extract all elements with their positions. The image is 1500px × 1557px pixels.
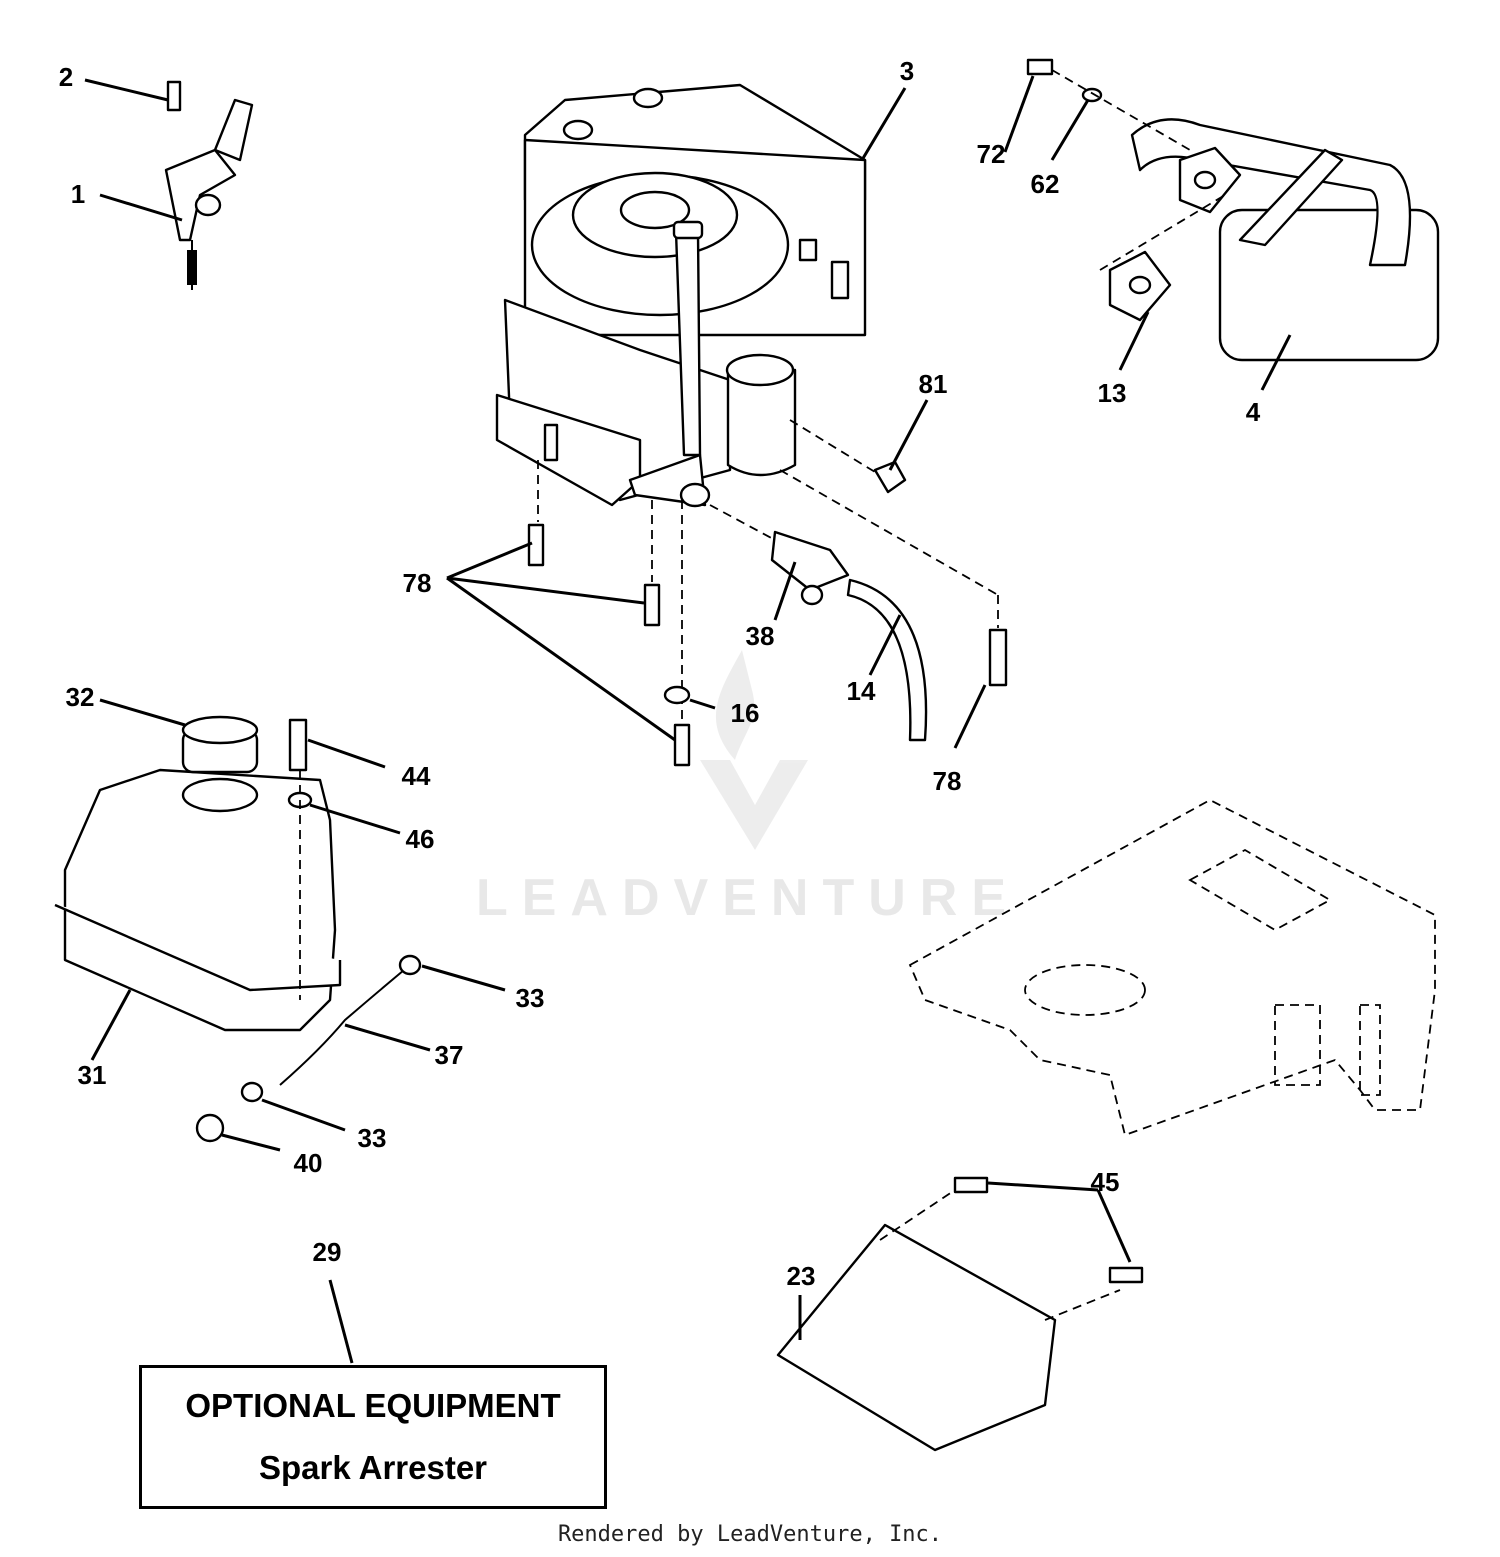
callout-16: 16 <box>731 698 760 728</box>
optional-equipment-title: OPTIONAL EQUIPMENT <box>185 1387 561 1424</box>
leader-lines <box>84 75 1292 1364</box>
watermark-text: LEADVENTURE <box>476 869 1020 927</box>
callout-46: 46 <box>406 824 435 854</box>
callout-32: 32 <box>66 682 95 712</box>
footer-credit: Rendered by LeadVenture, Inc. <box>557 1522 943 1547</box>
muffler-assembly <box>1026 58 1440 362</box>
throttle-control <box>164 80 254 290</box>
callout-31: 31 <box>78 1060 107 1090</box>
watermark-logo: LEADVENTURE <box>476 650 1020 927</box>
callout-4: 4 <box>1246 397 1261 427</box>
optional-equipment-box: OPTIONAL EQUIPMENT Spark Arrester <box>139 1365 607 1509</box>
callout-40: 40 <box>294 1148 323 1178</box>
callout-3: 3 <box>900 56 914 86</box>
callout-44: 44 <box>402 761 431 791</box>
frame <box>908 798 1436 1137</box>
callout-78-b: 78 <box>933 766 962 796</box>
callout-72: 72 <box>977 139 1006 169</box>
callout-62: 62 <box>1031 169 1060 199</box>
callout-33-a: 33 <box>516 983 545 1013</box>
callout-23: 23 <box>787 1261 816 1291</box>
fuel-tank <box>54 715 422 1143</box>
callout-13: 13 <box>1098 378 1127 408</box>
callout-1: 1 <box>71 179 85 209</box>
spark-arrester-plate <box>776 1176 1144 1452</box>
callout-78-a: 78 <box>403 568 432 598</box>
callout-33-b: 33 <box>358 1123 387 1153</box>
callouts: 2 1 3 72 62 13 4 81 78 38 14 16 78 32 44… <box>59 56 1261 1291</box>
callout-81: 81 <box>919 369 948 399</box>
optional-equipment-subtitle: Spark Arrester <box>258 1449 488 1486</box>
callout-45: 45 <box>1091 1167 1120 1197</box>
callout-2: 2 <box>59 62 73 92</box>
callout-38: 38 <box>746 621 775 651</box>
engine-hardware <box>527 419 1008 767</box>
callout-29: 29 <box>313 1237 342 1267</box>
engine <box>495 83 867 508</box>
callout-37: 37 <box>435 1040 464 1070</box>
callout-14: 14 <box>847 676 876 706</box>
